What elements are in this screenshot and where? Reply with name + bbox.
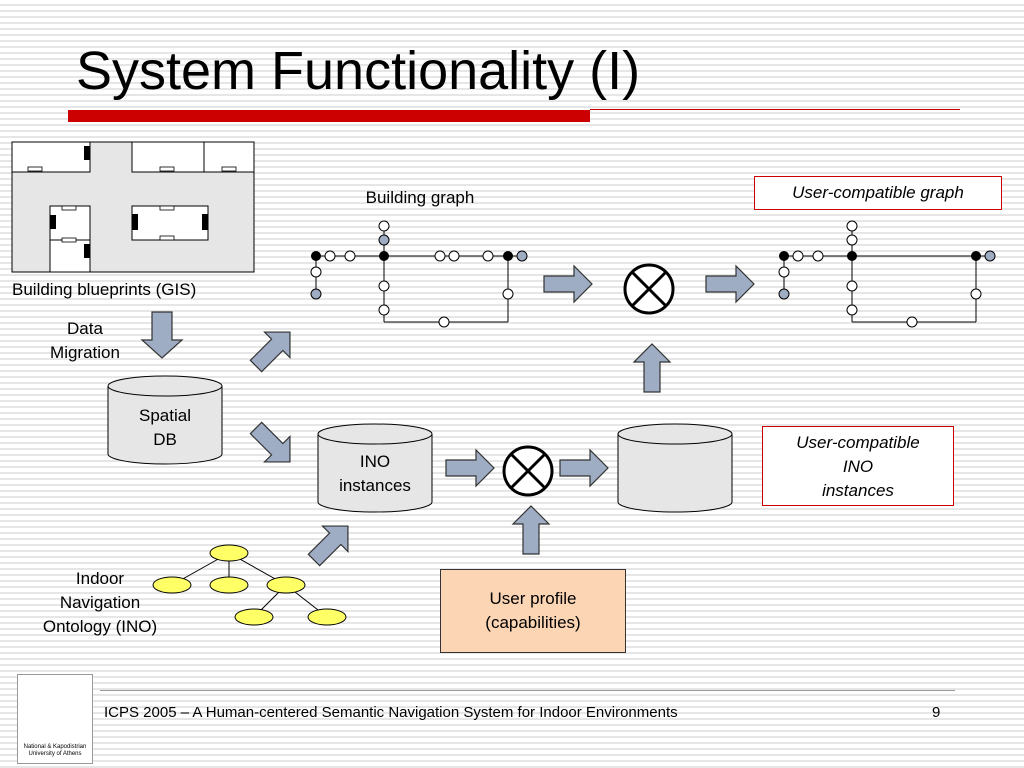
logo-frame <box>17 674 93 764</box>
arrow-ucino-to-op <box>633 343 671 393</box>
slide-title: System Functionality (I) <box>76 41 641 101</box>
label-spatial-db-1: Spatial <box>139 406 191 425</box>
label-user-compatible-graph: User-compatible graph <box>754 176 1002 210</box>
label-building-graph: Building graph <box>365 188 475 207</box>
page-number: 9 <box>932 704 941 721</box>
user-compatible-graph <box>778 220 996 328</box>
logo-text-2: University of Athens <box>28 751 82 757</box>
label-building-blueprints: Building blueprints (GIS) <box>12 280 197 299</box>
combine-operator-top <box>623 263 675 315</box>
user-profile-box: User profile (capabilities) <box>440 569 626 653</box>
arrow-op-to-ucino <box>559 449 609 487</box>
arrow-ontology-to-ino <box>300 512 362 574</box>
spatial-db-cylinder <box>107 375 223 465</box>
title-underline-bar <box>68 110 590 122</box>
uc-ino-cylinder <box>617 423 733 513</box>
footer-text: ICPS 2005 – A Human-centered Semantic Na… <box>104 704 678 721</box>
label-ino-onto-1: Indoor <box>75 569 125 588</box>
arrow-ino-to-op <box>445 449 495 487</box>
label-ino-instances-2: instances <box>339 476 411 495</box>
label-spatial-db-2: DB <box>153 430 177 449</box>
ino-instances-cylinder <box>317 423 433 513</box>
label-ino-onto-2: Navigation <box>59 593 141 612</box>
arrow-profile-to-op <box>512 505 550 555</box>
label-profile-2: (capabilities) <box>485 613 581 632</box>
logo-caption: National & Kapodistrian University of At… <box>20 744 90 758</box>
label-data-migration-1: Data <box>67 319 103 338</box>
label-profile-1: User profile <box>489 589 577 608</box>
arrow-db-to-ino <box>242 414 304 476</box>
label-uc-ino-3: instances <box>822 481 894 500</box>
arrow-graph-to-op <box>543 265 593 303</box>
label-uc-ino-2: INO <box>842 457 874 476</box>
label-ino-instances-1: INO <box>359 452 391 471</box>
logo-text-1: National & Kapodistrian <box>23 744 87 750</box>
arrow-db-to-graph <box>242 318 304 380</box>
footer-divider-top <box>100 690 955 691</box>
title-underline-line <box>590 109 960 110</box>
arrow-op-to-ucgraph <box>705 265 755 303</box>
label-uc-ino-1: User-compatible <box>796 433 920 452</box>
building-graph <box>310 220 528 328</box>
combine-operator-bottom <box>502 445 554 497</box>
building-blueprint <box>11 141 255 273</box>
uc-ino-box: User-compatible INO instances <box>762 426 954 506</box>
label-data-migration-2: Migration <box>50 343 120 362</box>
data-migration-arrow <box>140 311 184 359</box>
label-ino-onto-3: Ontology (INO) <box>42 617 158 636</box>
ontology-tree <box>152 544 347 626</box>
